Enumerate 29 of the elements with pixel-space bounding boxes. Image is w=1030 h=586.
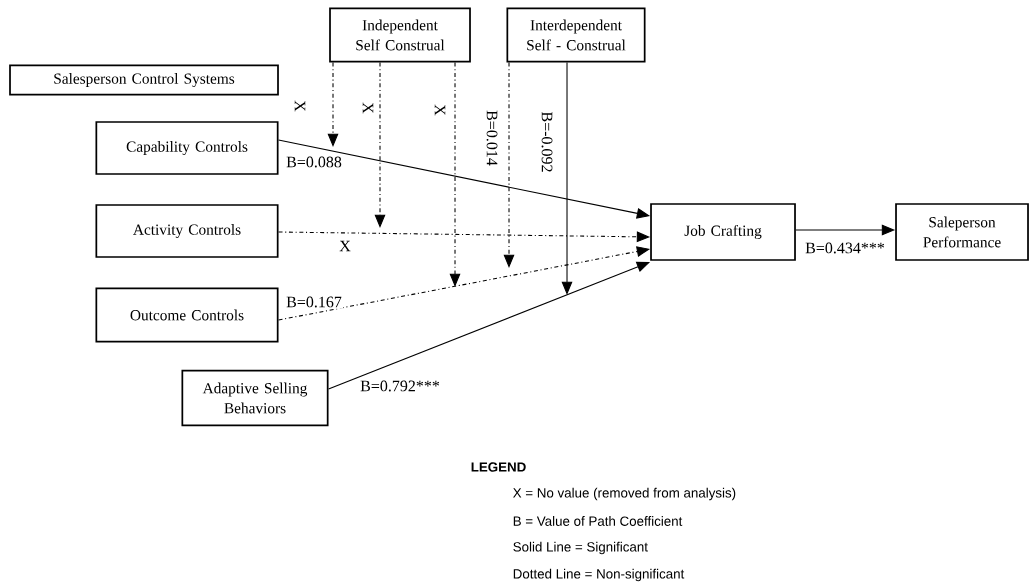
legend-heading: LEGEND [471,462,526,472]
box: Activity Controls [95,204,279,258]
box: Job Crafting [650,203,796,261]
box: Adaptive Selling Behaviors [181,369,329,427]
legend-text: Dotted Line = Non-significant [513,568,685,582]
legend-text: Solid Line = Significant [513,541,648,555]
edge-label: B=0.088 [284,155,344,169]
edge-label: B=0.434*** [803,241,887,255]
edge-label: X [361,100,375,116]
arrow [561,62,573,295]
arrow [503,62,515,268]
box: Interdependent Self - Construal [506,7,646,63]
box: Saleperson Performance [895,203,1029,261]
arrow [327,62,339,147]
edge-label: B=0.792*** [358,379,442,393]
box: Capability Controls [95,121,279,175]
edge-label: B=0.014 [485,108,499,168]
legend-text: X = No value (removed from analysis) [513,487,736,501]
edge-label: X [433,102,447,118]
box: Salesperson Control Systems [9,64,279,96]
edge-label: B=-0.092 [540,110,554,174]
legend-text: B = Value of Path Coefficient [513,516,683,526]
edge-label: X [337,239,353,253]
box: Outcome Controls [95,287,279,343]
box: Independent Self Construal [329,7,471,63]
arrow [449,62,461,287]
edge-label: B=0.167 [284,295,344,309]
arrow [374,62,386,228]
edge-label: X [293,98,307,114]
